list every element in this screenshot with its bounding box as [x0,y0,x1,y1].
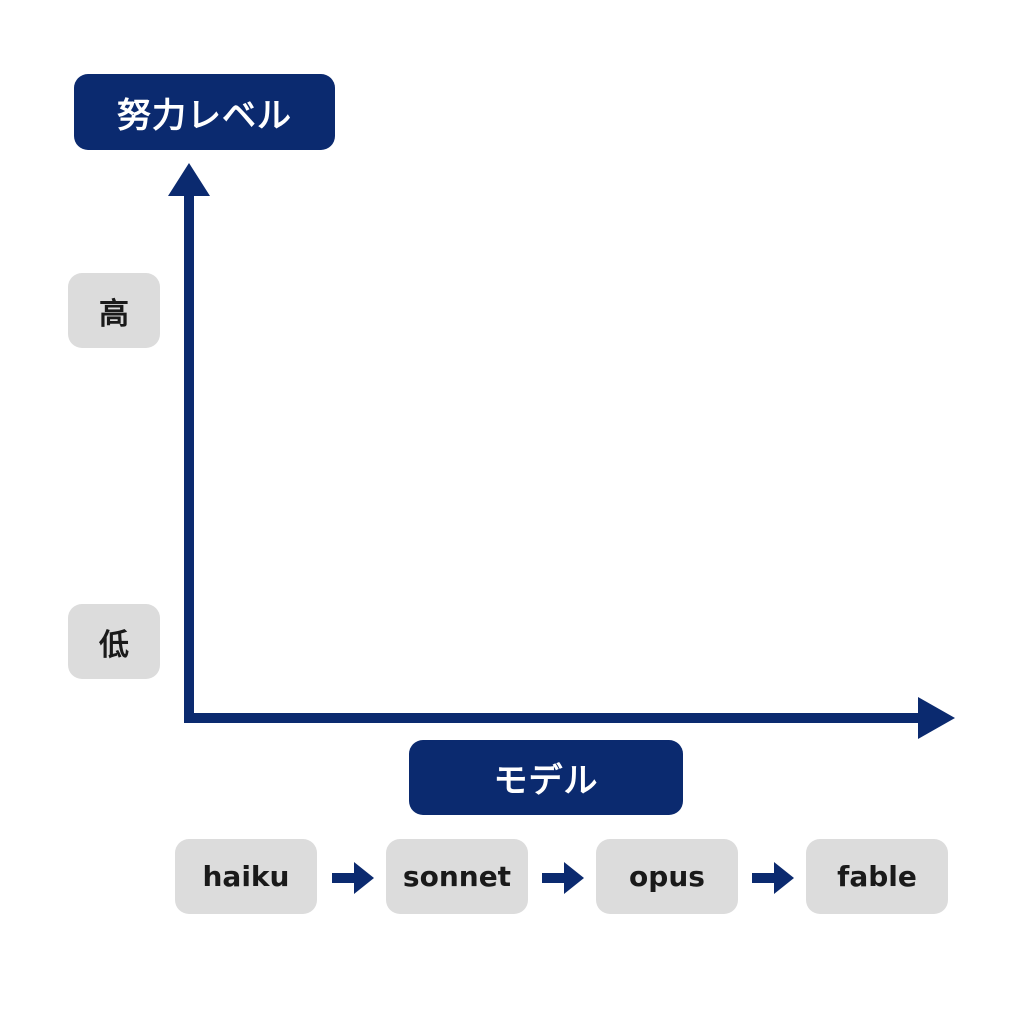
model-arrow-1 [332,862,374,894]
model-arrow-3 [752,862,794,894]
model-fable: fable [806,839,948,914]
model-opus: opus [596,839,738,914]
model-arrow-2 [542,862,584,894]
y-axis-title: 努力レベル [74,74,335,150]
y-axis-arrowhead [168,163,210,196]
model-haiku: haiku [175,839,317,914]
level-high-label: 高 [68,273,160,348]
x-axis-title: モデル [409,740,683,815]
x-axis-arrowhead [918,697,955,739]
level-low-label: 低 [68,604,160,679]
model-sonnet: sonnet [386,839,528,914]
